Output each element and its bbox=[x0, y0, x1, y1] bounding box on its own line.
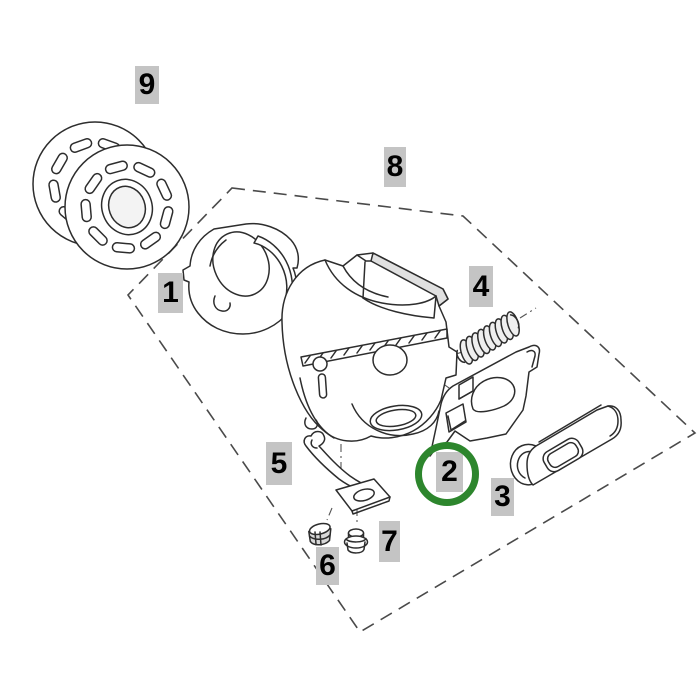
part-label-4[interactable]: 4 bbox=[469, 266, 493, 307]
part-label-7[interactable]: 7 bbox=[379, 521, 400, 562]
highlight-ring[interactable] bbox=[415, 442, 479, 506]
part-label-6[interactable]: 6 bbox=[316, 547, 339, 585]
part-label-8[interactable]: 8 bbox=[384, 147, 406, 187]
part-7-grommet bbox=[343, 528, 369, 554]
part-9-spool-sprocket bbox=[32, 121, 190, 270]
part-3-clip-plate bbox=[509, 404, 622, 486]
part-8-clutch-housing bbox=[281, 252, 458, 442]
part-2-highlighted-plate bbox=[429, 344, 541, 457]
part-label-3[interactable]: 3 bbox=[491, 478, 514, 516]
part-label-1[interactable]: 1 bbox=[158, 273, 183, 313]
part-4-coil-spring bbox=[456, 311, 520, 365]
part-1-retainer-plate bbox=[182, 222, 300, 335]
part-label-9[interactable]: 9 bbox=[135, 66, 159, 104]
part-6-sleeve-clip bbox=[308, 522, 332, 546]
assembly-boundary-outline bbox=[126, 187, 697, 634]
part-5-bracket bbox=[303, 430, 391, 515]
part-label-5[interactable]: 5 bbox=[266, 442, 292, 485]
